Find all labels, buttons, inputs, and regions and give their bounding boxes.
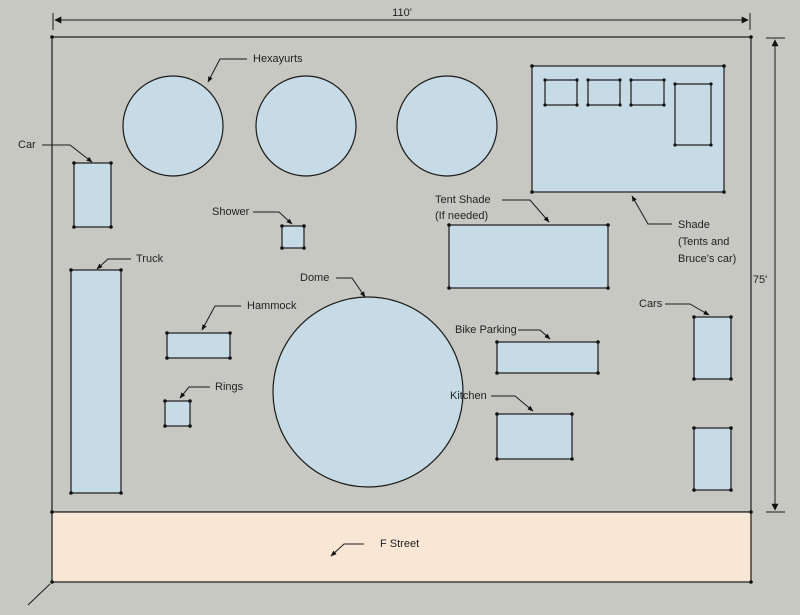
bruces-car	[674, 83, 712, 146]
car-label: Car	[18, 139, 36, 151]
tent-shade-label: Tent Shade	[435, 194, 491, 206]
shower-leader	[253, 211, 293, 225]
tent-shade	[448, 224, 609, 289]
shade-leader	[631, 195, 672, 225]
tent-2	[587, 79, 621, 106]
hexayurts-leader	[207, 58, 247, 83]
rings-label: Rings	[215, 381, 244, 393]
hexayurt-2	[255, 75, 357, 177]
street-area	[51, 511, 752, 583]
cars-leader	[665, 303, 710, 316]
kitchen-leader	[491, 395, 534, 412]
shade-label-line3: Bruce's car)	[678, 253, 736, 265]
hexayurt-1	[122, 75, 224, 177]
shower-label: Shower	[212, 206, 250, 218]
tent-3	[630, 79, 665, 106]
truck-label: Truck	[136, 253, 164, 265]
dome-leader	[336, 277, 366, 298]
bike-parking	[496, 341, 599, 374]
hammock	[166, 332, 231, 359]
hammock-label: Hammock	[247, 300, 297, 312]
rings	[164, 400, 191, 427]
tent-vertices	[543, 78, 713, 147]
height-label: 75'	[753, 274, 767, 286]
width-dimension	[52, 13, 751, 30]
shade-label: Shade	[678, 219, 710, 231]
bike-parking-label: Bike Parking	[455, 324, 517, 336]
bike-parking-leader	[518, 329, 551, 340]
shower	[281, 225, 305, 249]
width-label: 110'	[392, 7, 412, 19]
street-leader	[330, 543, 364, 557]
car-left	[73, 162, 112, 228]
truck	[70, 269, 122, 494]
street-label: F Street	[380, 538, 419, 550]
car-leader	[42, 144, 93, 163]
tent-shade-leader	[502, 199, 550, 223]
tent-1	[544, 79, 578, 106]
tent-shade-label-line2: (If needed)	[435, 210, 488, 222]
hexayurt-3	[396, 75, 498, 177]
kitchen-label: Kitchen	[450, 390, 487, 402]
corner-mark	[27, 583, 51, 606]
hammock-leader	[201, 305, 241, 331]
kitchen	[496, 413, 573, 460]
shade-label-line2: (Tents and	[678, 236, 729, 248]
dome-label: Dome	[300, 272, 329, 284]
hexayurts-label: Hexayurts	[253, 53, 303, 65]
height-dimension	[766, 37, 785, 513]
dome	[272, 296, 464, 488]
car-right-2	[693, 427, 732, 491]
cars-label: Cars	[639, 298, 663, 310]
rings-leader	[179, 386, 210, 399]
truck-leader	[96, 258, 131, 270]
car-right-1	[693, 316, 732, 380]
